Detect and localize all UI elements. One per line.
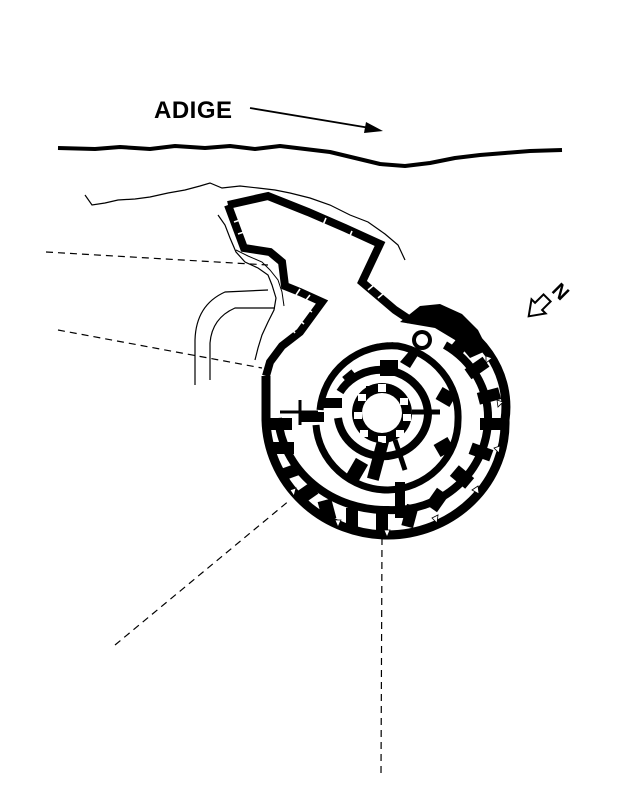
road-inner-line [209,307,275,380]
wall-loopholes [233,217,385,334]
northern-outwork-wall-west [224,203,329,378]
sight-line-south [114,499,291,646]
west-gate-passage [280,400,318,425]
outer-casemate-piers [268,335,502,534]
river-flow-arrow [249,107,383,133]
road-outer-line [194,289,269,385]
corner-bastion [400,304,488,358]
sight-line-west [45,251,269,266]
river-label: ADIGE [154,97,233,124]
radial-passages [369,409,440,473]
stair-well [416,334,428,346]
core-niches [354,384,411,443]
terrain-edge-line [84,182,406,261]
river-bank-line [57,144,563,168]
inner-ring-wall [334,365,433,461]
northern-outwork-wall [227,191,413,324]
sight-lines [45,251,383,776]
north-arrow-icon [527,292,553,318]
terrain-edge-line-3 [235,249,285,307]
sight-line-southeast [380,537,383,776]
middle-ring-hatch [320,342,399,399]
sight-line-southwest [57,329,263,369]
terrain-edge-line-2 [217,214,277,361]
central-courtyard [362,393,402,433]
middle-ring-wall [312,342,462,494]
fortress-outer-wall [261,307,511,540]
embrasures [289,355,504,539]
